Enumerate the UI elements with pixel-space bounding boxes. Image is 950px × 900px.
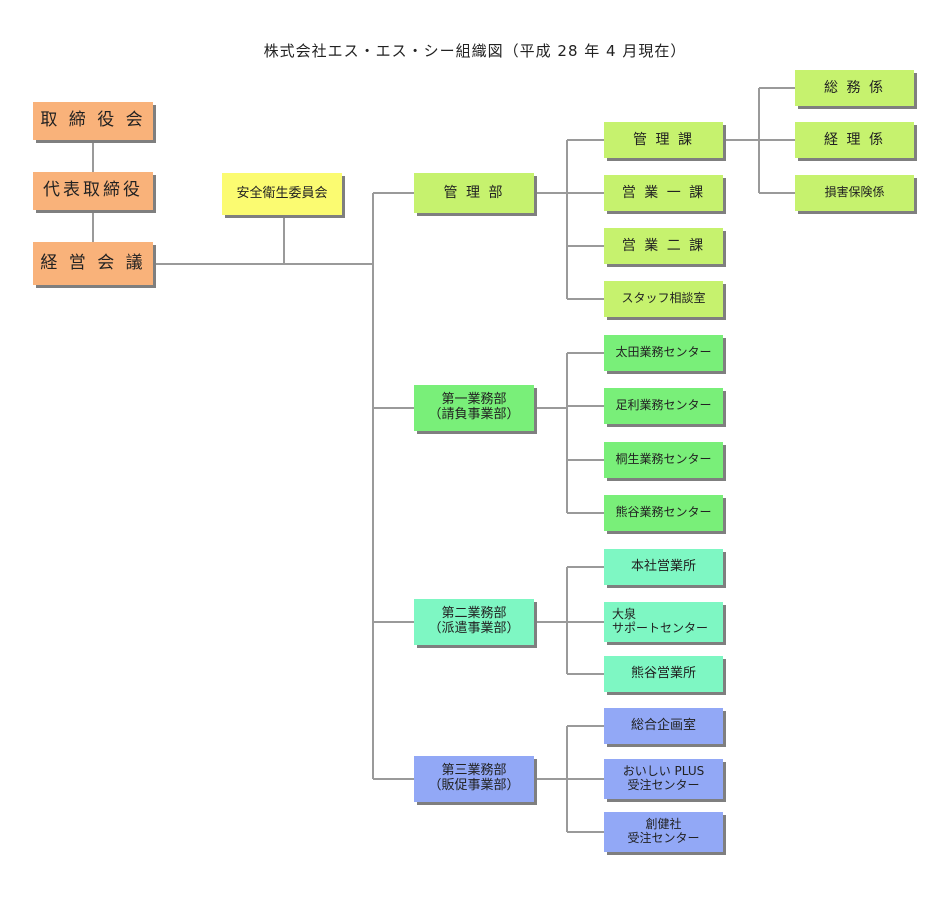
ops3-dept-box: 第三業務部 （販促事業部） <box>414 756 534 802</box>
management-section-box: 管 理 課 <box>604 122 723 158</box>
kumagaya-center-box: 熊谷業務センター <box>604 495 723 531</box>
sales-section-1-box: 営 業 一 課 <box>604 175 723 211</box>
management-dept-box: 管 理 部 <box>414 173 534 213</box>
representative-director-box: 代表取締役 <box>33 172 153 210</box>
ota-center-box: 太田業務センター <box>604 335 723 371</box>
org-chart-title: 株式会社エス・エス・シー組織図（平成 28 年 4 月現在） <box>263 42 687 60</box>
sales-section-2-box: 営 業 二 課 <box>604 228 723 264</box>
oizumi-support-center-box: 大泉 サポートセンター <box>604 602 723 642</box>
ops2-dept-box: 第二業務部 （派遣事業部） <box>414 599 534 645</box>
staff-consultation-box: スタッフ相談室 <box>604 281 723 317</box>
management-council-box: 経 営 会 議 <box>33 242 153 285</box>
board-of-directors-box: 取 締 役 会 <box>33 102 153 140</box>
insurance-box: 損害保険係 <box>795 175 914 211</box>
accounting-box: 経 理 係 <box>795 122 914 158</box>
soukensha-center-box: 創健社 受注センター <box>604 812 723 852</box>
ops1-dept-box: 第一業務部 （請負事業部） <box>414 385 534 431</box>
kumagaya-sales-box: 熊谷営業所 <box>604 656 723 692</box>
head-office-sales-box: 本社営業所 <box>604 549 723 585</box>
safety-committee-box: 安全衛生委員会 <box>222 173 342 215</box>
general-affairs-box: 総 務 係 <box>795 70 914 106</box>
oishii-plus-center-box: おいしい PLUS 受注センター <box>604 759 723 799</box>
ashikaga-center-box: 足利業務センター <box>604 388 723 424</box>
planning-office-box: 総合企画室 <box>604 708 723 744</box>
kiryu-center-box: 桐生業務センター <box>604 442 723 478</box>
